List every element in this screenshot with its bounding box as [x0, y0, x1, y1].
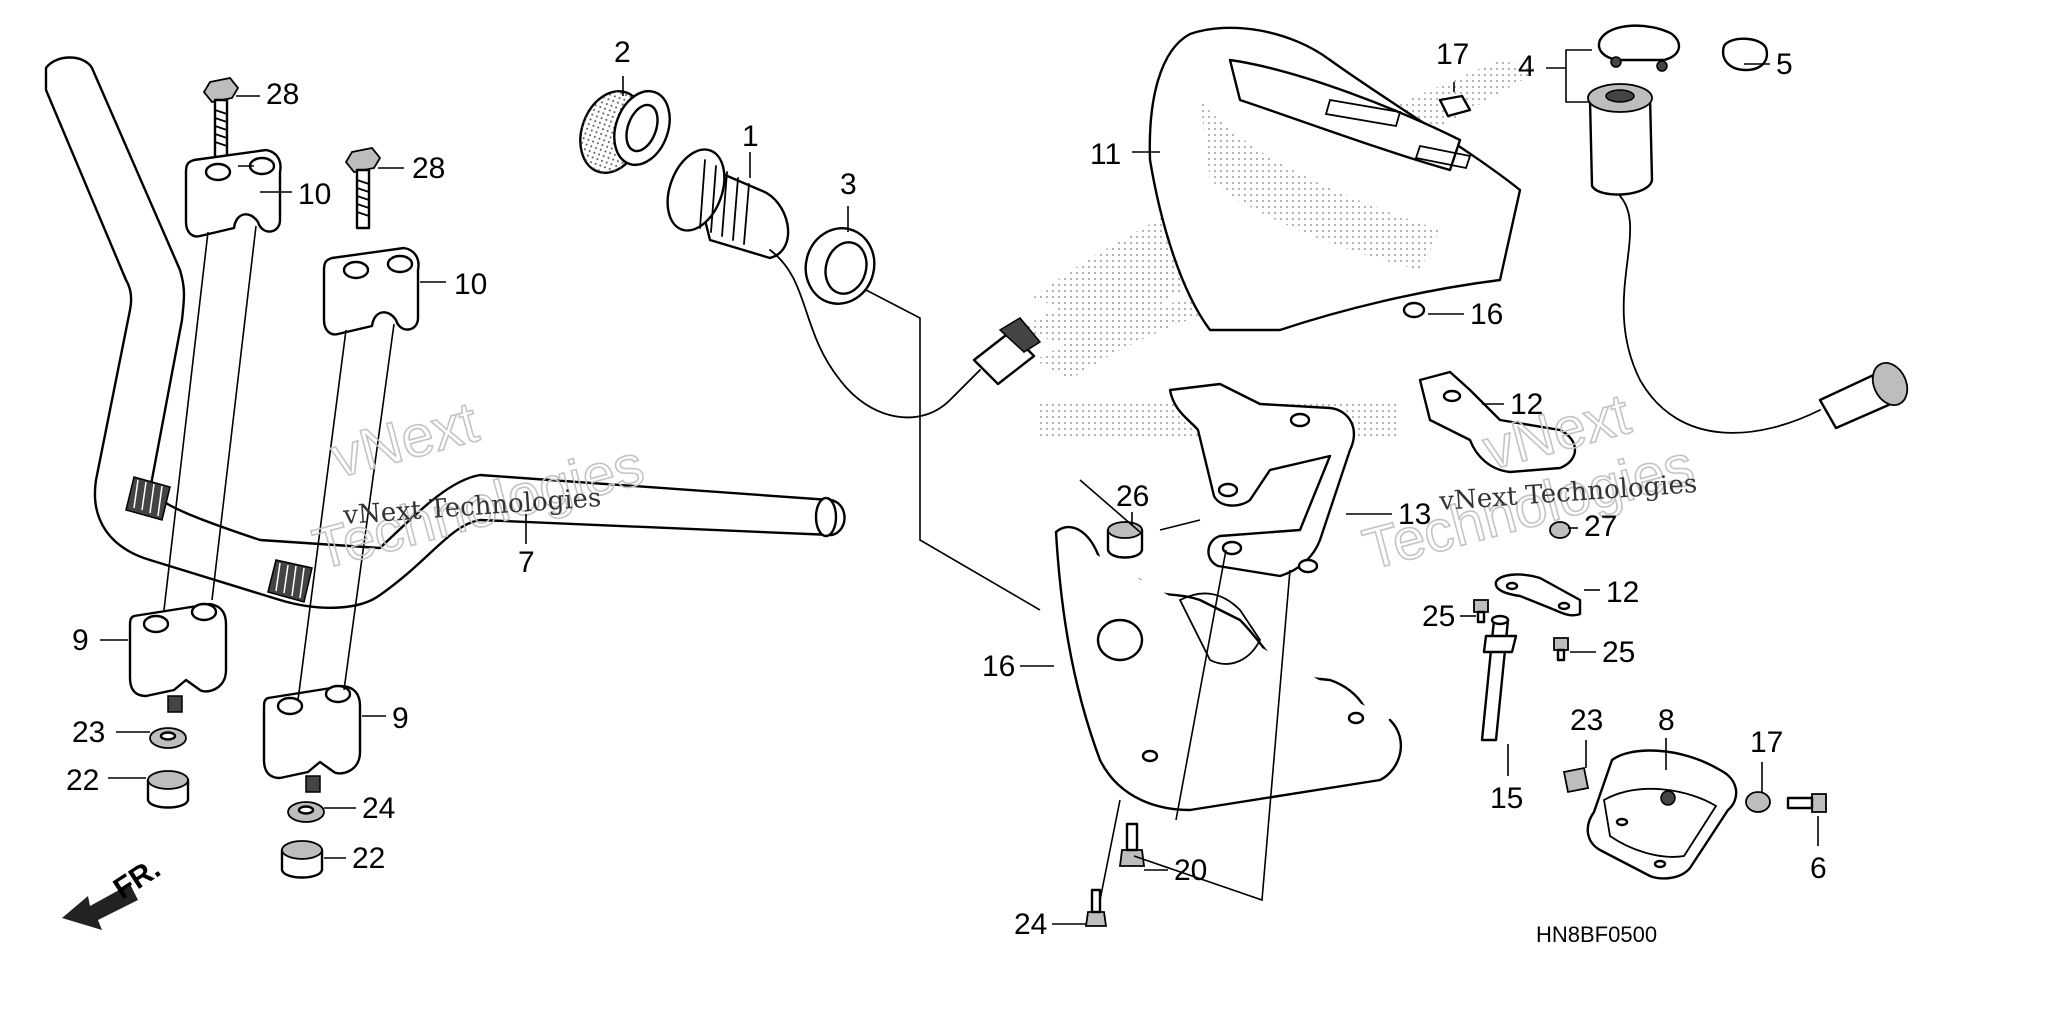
- lower-holder: [262, 684, 362, 793]
- callout-18: 16: [1470, 298, 1503, 331]
- callout-5: 5: [1776, 48, 1793, 81]
- knurl-band: [125, 476, 171, 521]
- grommet: [579, 90, 671, 174]
- switch-unit: [666, 148, 981, 419]
- washer: [287, 801, 325, 823]
- screw-20: [1118, 822, 1146, 867]
- screw: [1553, 637, 1569, 662]
- handlebar: [44, 56, 846, 609]
- callout-11: 11: [1090, 138, 1121, 171]
- callout-13: 13: [1398, 498, 1431, 531]
- square-nut: [1562, 766, 1590, 794]
- callout-8: 8: [1658, 704, 1675, 737]
- callout-12: 12: [1606, 576, 1639, 609]
- collar-tube: [1480, 614, 1518, 742]
- callout-26: 26: [1116, 480, 1149, 513]
- ring-grommet: [804, 227, 876, 305]
- callout-22: 24: [362, 792, 395, 825]
- callout-7: 7: [518, 546, 535, 579]
- flange-nut: [146, 770, 190, 809]
- callout-23: 23: [1570, 704, 1603, 737]
- callout-24: 24: [1014, 908, 1047, 941]
- grommet-small: [1745, 791, 1771, 813]
- connector: [972, 317, 1042, 386]
- small-bracket: [1418, 370, 1577, 474]
- front-arrow-icon: FR.: [62, 852, 166, 930]
- callout-25: 25: [1602, 636, 1635, 669]
- callout-22: 23: [72, 716, 105, 749]
- callout-9: 9: [72, 624, 89, 657]
- callout-28: 28: [266, 78, 299, 111]
- callout-2: 2: [614, 36, 631, 69]
- callout-10: 10: [454, 268, 487, 301]
- stay-plate: [1494, 573, 1582, 617]
- callout-6: 6: [1810, 852, 1827, 885]
- collar: [1549, 521, 1571, 539]
- leader-line: [865, 289, 1041, 611]
- watermark: vNext Technologies vNext Technologies: [306, 389, 651, 584]
- bolt: [344, 147, 382, 230]
- upper-cover: [1148, 26, 1522, 332]
- lower-holder: [128, 602, 228, 713]
- panel: [1586, 749, 1738, 880]
- callout-16: 16: [982, 650, 1015, 683]
- callout-9: 9: [392, 702, 409, 735]
- callout-28: 28: [412, 152, 445, 185]
- callout-21: 22: [352, 842, 385, 875]
- bolt-6: [1786, 793, 1827, 813]
- callout-17: 17: [1750, 726, 1783, 759]
- callout-leaders: [100, 49, 1819, 925]
- callout-3: 3: [840, 168, 857, 201]
- assembly-lines: [1079, 479, 1291, 902]
- bracket: [1168, 382, 1356, 578]
- callout-19: 17: [1436, 38, 1469, 71]
- catalog-code: HN8BF0500: [1536, 922, 1657, 947]
- callout-25: 25: [1422, 600, 1455, 633]
- cap-nut: [1106, 521, 1144, 559]
- lower-cover: [1054, 526, 1403, 812]
- callout-21: 22: [66, 764, 99, 797]
- callout-10: 10: [298, 178, 331, 211]
- screw: [1473, 599, 1489, 624]
- ignition-switch: [1587, 83, 1909, 434]
- callout-15: 15: [1490, 782, 1523, 815]
- clip: [1438, 94, 1472, 118]
- callout-labels-extra: 16 12 15 23 17 20 24: [982, 576, 1783, 941]
- callout-4: 4: [1518, 50, 1535, 83]
- screw-24: [1084, 888, 1108, 927]
- assembly-lines: [163, 225, 395, 701]
- key-switch-cap: [1597, 24, 1681, 72]
- knurl-band: [267, 559, 313, 603]
- callout-20: 20: [1174, 854, 1207, 887]
- callout-14: 12: [1510, 388, 1543, 421]
- flange-nut: [280, 840, 324, 879]
- key-cap: [1721, 37, 1769, 72]
- nut: [1402, 301, 1426, 319]
- svg-text:vNext: vNext: [325, 389, 485, 490]
- upper-holder: [184, 148, 282, 238]
- callout-labels: 28 10 28 10 9 9 23 24 22 22 7 2 1 3 10 1…: [66, 36, 1827, 947]
- washer: [149, 727, 187, 749]
- callout-27: 27: [1584, 510, 1617, 543]
- bolt: [202, 77, 240, 160]
- upper-holder: [322, 246, 420, 336]
- callout-1: 1: [742, 120, 759, 153]
